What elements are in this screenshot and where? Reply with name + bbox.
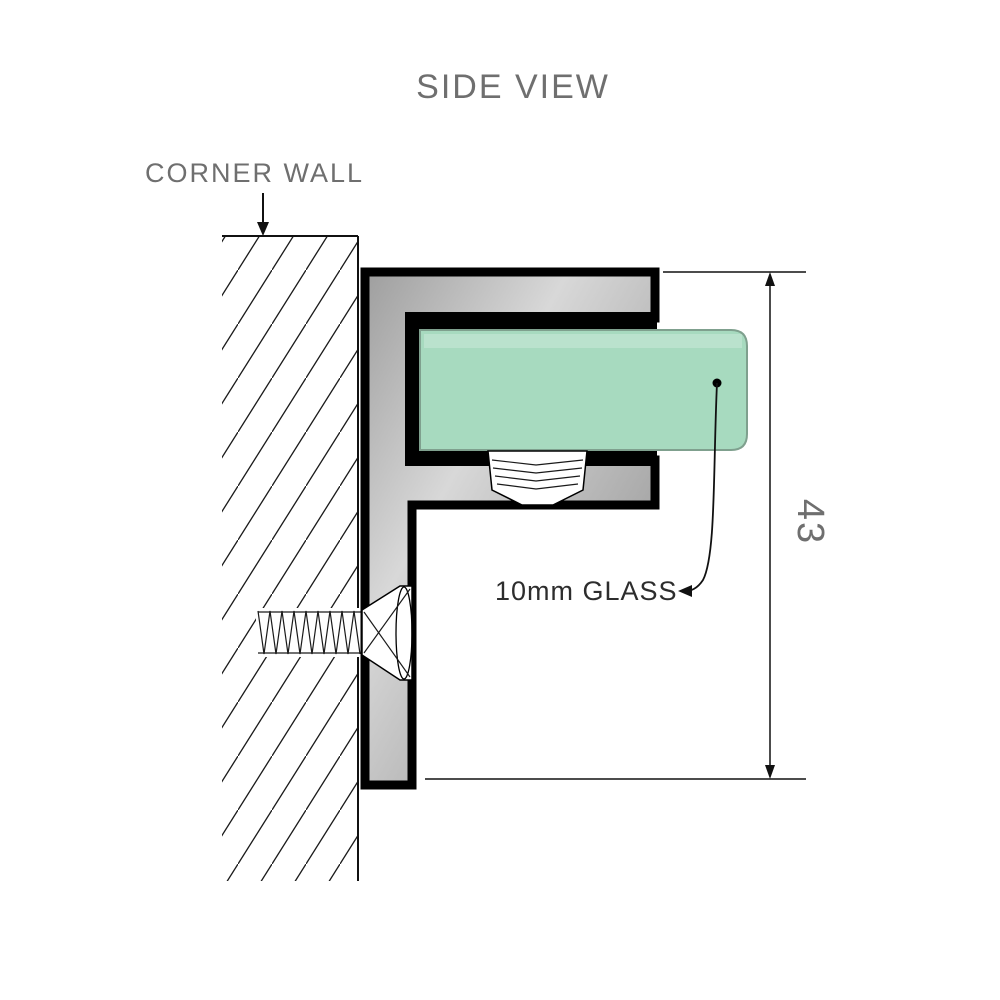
grub-screw-thread-2 (492, 467, 583, 474)
wall-hatching (222, 236, 358, 881)
screw-head-face (395, 586, 413, 680)
glass-callout: 10mm GLASS (495, 378, 722, 606)
glass-leader-arrowhead-icon (678, 585, 692, 597)
diagram-title: SIDE VIEW (416, 68, 610, 106)
corner-wall-label: CORNER WALL (145, 158, 364, 188)
corner-wall-callout: CORNER WALL (145, 158, 364, 236)
grub-screw-thread-4 (496, 483, 579, 490)
screw-head-cross-1 (363, 611, 411, 678)
screw-head-body (361, 585, 413, 681)
screw-head-cross-2 (363, 588, 411, 654)
corner-wall-arrowhead-icon (257, 222, 269, 236)
grub-screw-thread-1 (491, 459, 584, 466)
screw-threads (257, 610, 361, 655)
grub-screw-thread-3 (494, 475, 581, 482)
grub-screw (487, 450, 588, 506)
glass-body (419, 329, 748, 451)
dimension-arrow-bottom-icon (765, 765, 775, 779)
grub-screw-body (487, 450, 588, 506)
dimension-43: 43 (425, 271, 831, 780)
glass-highlight (424, 334, 742, 348)
dimension-value: 43 (789, 499, 831, 545)
wall-section (222, 235, 359, 881)
glass-label: 10mm GLASS (495, 576, 678, 606)
screw-head (361, 585, 413, 681)
glass-panel (419, 329, 748, 451)
dimension-arrow-top-icon (765, 272, 775, 286)
mounting-screw (256, 608, 363, 657)
glass-leader-line (684, 382, 718, 592)
